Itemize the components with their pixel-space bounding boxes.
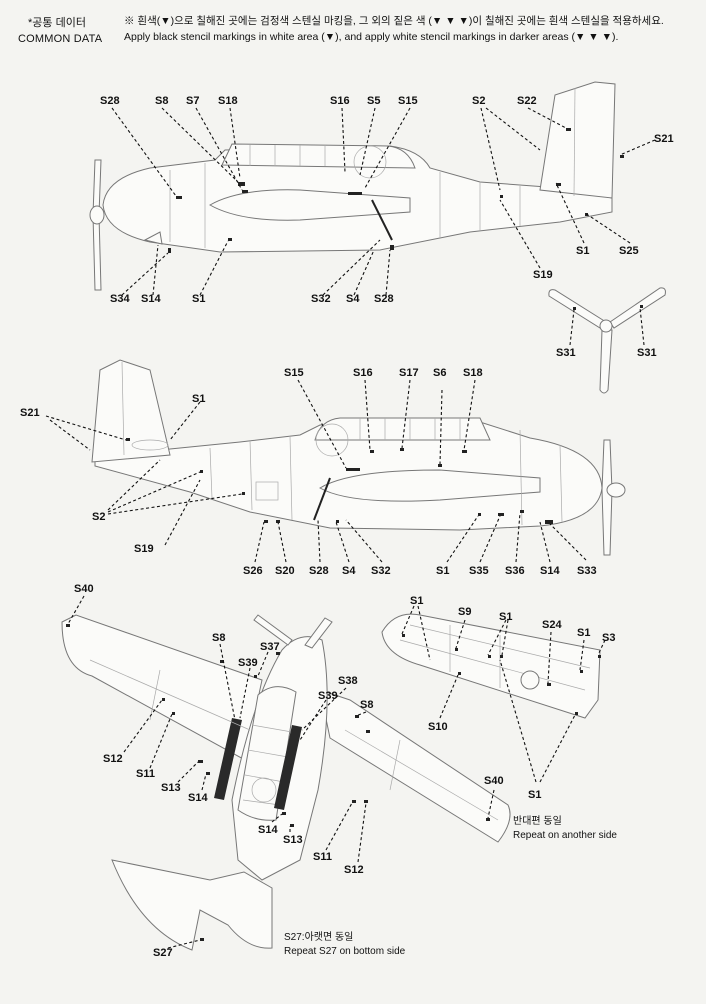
- label-S40-left: S40: [74, 583, 94, 595]
- label-S14: S14: [141, 293, 161, 305]
- label-S4: S4: [342, 565, 356, 577]
- label-S1-tail: S1: [576, 245, 589, 257]
- side-view-left: S28 S8 S7 S18 S16 S5 S15 S2 S22 S21 S1 S…: [89, 81, 674, 305]
- label-S1: S1: [436, 565, 449, 577]
- wing-root: [208, 189, 411, 221]
- label-S5: S5: [367, 95, 380, 107]
- vertical-fin: [539, 81, 616, 199]
- label-S14-right: S14: [258, 824, 278, 836]
- top-view: S40 S8 S37 S39 S38 S39 S8 S12 S11 S13 S1…: [61, 583, 511, 959]
- caption-opposite-en: Repeat on another side: [513, 830, 617, 841]
- label-S20: S20: [275, 565, 295, 577]
- propeller-blade: [92, 159, 102, 291]
- label-S2: S2: [472, 95, 485, 107]
- label-S16: S16: [330, 95, 350, 107]
- label-S16: S16: [353, 367, 373, 379]
- label-S9: S9: [458, 606, 471, 618]
- label-S17: S17: [399, 367, 419, 379]
- label-S15: S15: [398, 95, 418, 107]
- label-S33: S33: [577, 565, 597, 577]
- label-S19: S19: [134, 543, 154, 555]
- label-S1-b: S1: [499, 611, 512, 623]
- label-S13-right: S13: [283, 834, 303, 846]
- label-S11-left: S11: [136, 768, 155, 780]
- label-S14: S14: [540, 565, 560, 577]
- label-S28-top: S28: [100, 95, 120, 107]
- label-S1-tail: S1: [192, 393, 205, 405]
- label-S39-left: S39: [238, 657, 258, 669]
- label-S21: S21: [20, 407, 40, 419]
- label-S28: S28: [309, 565, 329, 577]
- label-S21: S21: [654, 133, 674, 145]
- label-S14-left: S14: [188, 792, 208, 804]
- caption-s27-ko: S27:아랫면 동일: [284, 931, 353, 943]
- spinner: [89, 205, 105, 225]
- label-S7: S7: [186, 95, 199, 107]
- label-S8: S8: [155, 95, 168, 107]
- label-S24: S24: [542, 619, 562, 631]
- label-S38: S38: [338, 675, 358, 687]
- label-S3: S3: [602, 632, 615, 644]
- caption-opposite-ko: 반대편 동일: [513, 815, 562, 827]
- label-S32: S32: [311, 293, 331, 305]
- label-S4: S4: [346, 293, 360, 305]
- label-S36: S36: [505, 565, 525, 577]
- label-S27: S27: [153, 947, 173, 959]
- label-S2: S2: [92, 511, 105, 523]
- label-S31-right: S31: [637, 347, 657, 359]
- label-S8-right: S8: [360, 699, 373, 711]
- label-S8-left: S8: [212, 632, 225, 644]
- label-S26: S26: [243, 565, 263, 577]
- caption-s27-en: Repeat S27 on bottom side: [284, 946, 406, 957]
- label-S10: S10: [428, 721, 448, 733]
- label-S31-left: S31: [556, 347, 576, 359]
- label-S19: S19: [533, 269, 553, 281]
- stencil-note-ko: ※ 흰색(▼)으로 칠해진 곳에는 검정색 스텐실 마킹을, 그 외의 짙은 색…: [124, 15, 664, 27]
- label-S12-right: S12: [344, 864, 364, 876]
- label-S1: S1: [192, 293, 205, 305]
- detail-view: S1 S9 S1 S24 S1 S3 S10 S1 반대편 동일 Repeat …: [381, 595, 617, 841]
- label-S40-right: S40: [484, 775, 504, 787]
- label-S11-right: S11: [313, 851, 332, 863]
- label-S15: S15: [284, 367, 304, 379]
- label-S13-left: S13: [161, 782, 181, 794]
- label-S25: S25: [619, 245, 639, 257]
- label-S32: S32: [371, 565, 391, 577]
- label-S12-left: S12: [103, 753, 123, 765]
- side-view-right: S15 S16 S17 S6 S18 S21 S1 S2 S19 S26 S20…: [20, 359, 626, 577]
- label-S1-a: S1: [410, 595, 423, 607]
- label-S22: S22: [517, 95, 537, 107]
- label-S1-c: S1: [577, 627, 590, 639]
- header-title-en: COMMON DATA: [18, 33, 103, 45]
- label-S34: S34: [110, 293, 130, 305]
- header-title-ko: *공통 데이터: [28, 17, 86, 29]
- propeller-front-view: S31 S31: [548, 287, 666, 394]
- label-S35: S35: [469, 565, 489, 577]
- label-S39-right: S39: [318, 690, 338, 702]
- label-S18: S18: [218, 95, 238, 107]
- label-S37: S37: [260, 641, 280, 653]
- canopy: [221, 143, 416, 169]
- stencil-note-en: Apply black stencil markings in white ar…: [124, 31, 619, 43]
- label-S1-d: S1: [528, 789, 541, 801]
- label-S6: S6: [433, 367, 446, 379]
- label-S18: S18: [463, 367, 483, 379]
- label-S28-bottom: S28: [374, 293, 394, 305]
